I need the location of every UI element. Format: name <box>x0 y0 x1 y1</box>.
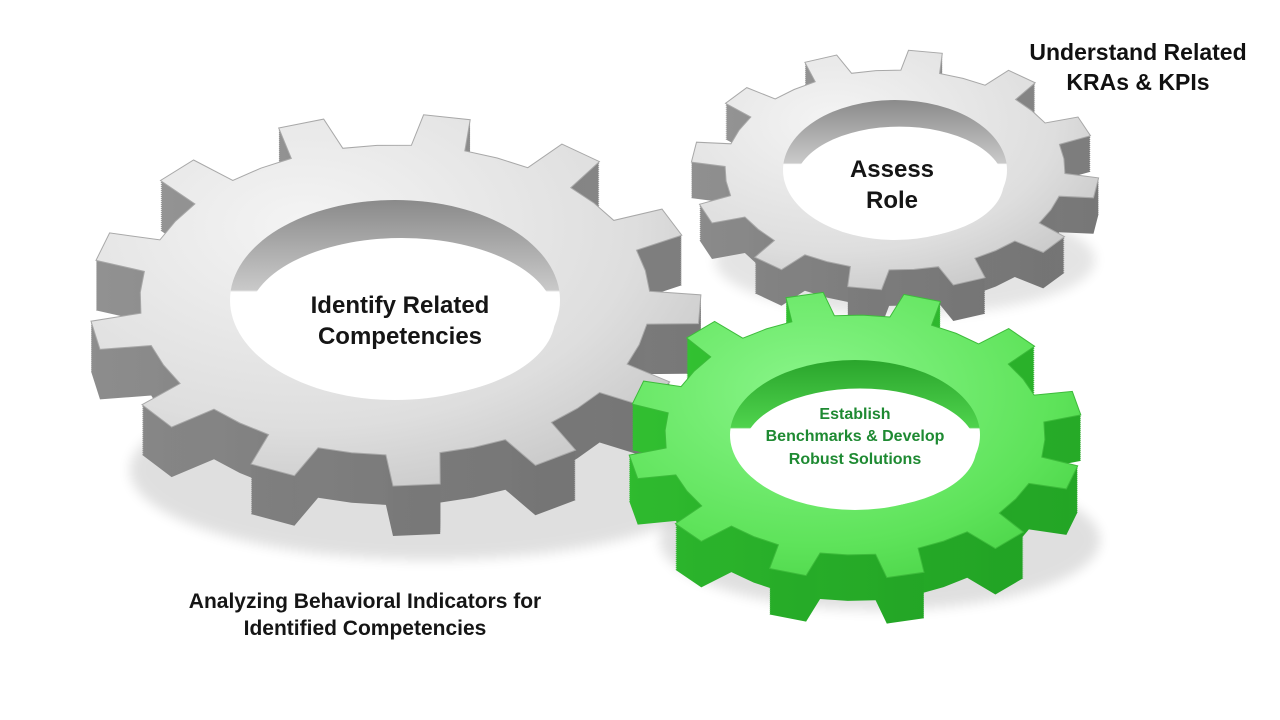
label-assess-line-1: Assess <box>849 156 935 183</box>
label-identify-line-2: Competencies <box>317 323 483 351</box>
label-understand-kras-kpis: Understand Related KRAs & KPIs <box>1010 38 1266 98</box>
label-establish-benchmarks: Establish Benchmarks & Develop Robust So… <box>740 404 970 471</box>
label-establish-line-1: Establish <box>819 406 891 423</box>
gear-hole <box>743 388 977 509</box>
label-understand-line-1: Understand Related <box>1029 39 1247 65</box>
gear-hole <box>795 126 1004 239</box>
label-assess-role: Assess Role <box>812 154 972 216</box>
label-analyze-line-2: Identified Competencies <box>243 617 487 641</box>
label-assess-line-2: Role <box>865 187 918 215</box>
label-establish-line-3: Robust Solutions <box>788 450 922 468</box>
gear-identify-competencies <box>90 114 702 537</box>
gear-hole <box>248 238 556 398</box>
gear-establish-benchmarks <box>628 291 1082 624</box>
label-establish-line-2: Benchmarks & Develop <box>765 428 945 446</box>
label-understand-line-2: KRAs & KPIs <box>1066 68 1210 95</box>
gear-assess-role <box>690 49 1100 326</box>
label-analyzing-indicators: Analyzing Behavioral Indicators for Iden… <box>150 588 580 643</box>
label-analyze-line-1: Analyzing Behavioral Indicators for <box>188 590 542 613</box>
label-identify-line-1: Identify Related <box>310 292 490 319</box>
label-identify-competencies: Identify Related Competencies <box>270 290 530 352</box>
